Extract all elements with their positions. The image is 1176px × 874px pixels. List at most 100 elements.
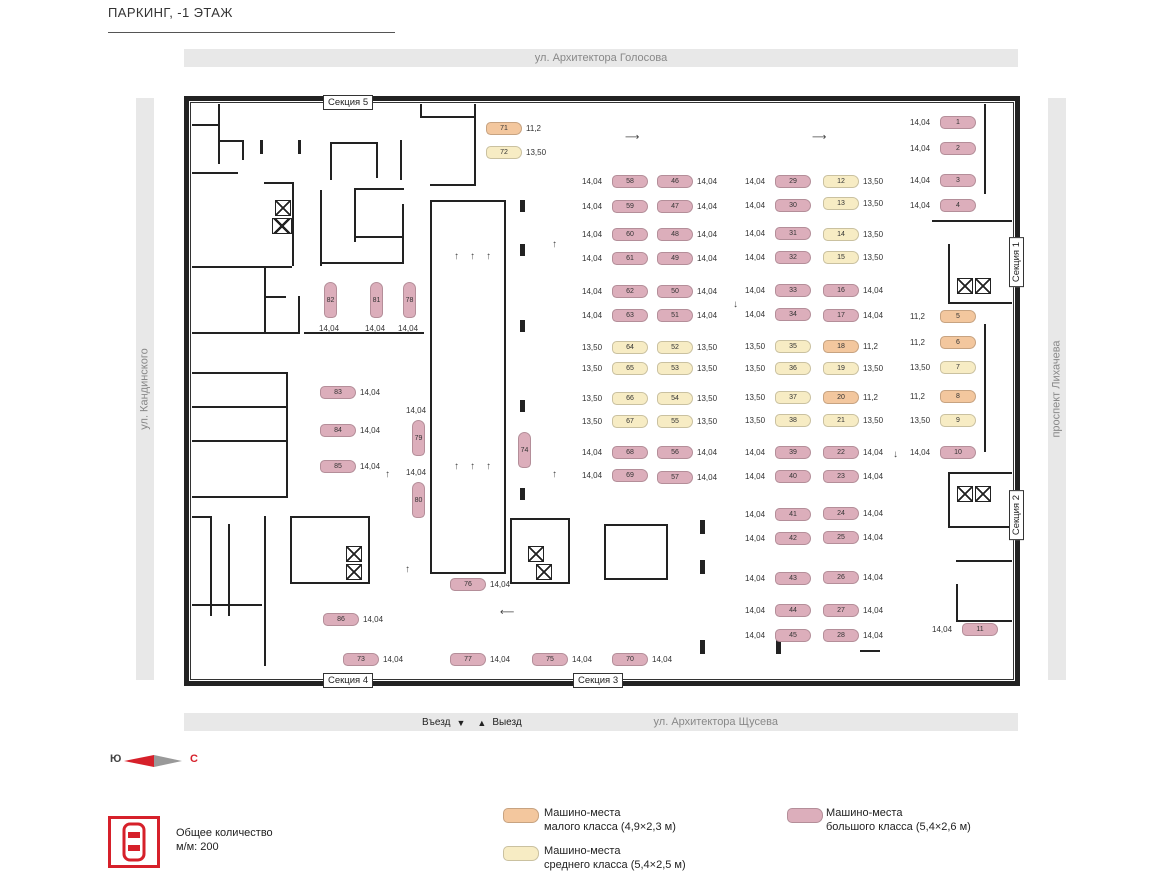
parking-spot-56[interactable]: 56 bbox=[657, 446, 693, 459]
parking-spot-47[interactable]: 47 bbox=[657, 200, 693, 213]
parking-spot-38[interactable]: 38 bbox=[775, 414, 811, 427]
parking-spot-16[interactable]: 16 bbox=[823, 284, 859, 297]
parking-spot-62[interactable]: 62 bbox=[612, 285, 648, 298]
parking-spot-61[interactable]: 61 bbox=[612, 252, 648, 265]
parking-spot-6[interactable]: 6 bbox=[940, 336, 976, 349]
parking-spot-49[interactable]: 49 bbox=[657, 252, 693, 265]
parking-spot-number: 35 bbox=[789, 343, 797, 350]
parking-spot-43[interactable]: 43 bbox=[775, 572, 811, 585]
parking-spot-number: 27 bbox=[837, 607, 845, 614]
parking-spot-24[interactable]: 24 bbox=[823, 507, 859, 520]
parking-spot-36[interactable]: 36 bbox=[775, 362, 811, 375]
legend-large: Машино-места большого класса (5,4×2,6 м) bbox=[826, 806, 971, 834]
parking-spot-30[interactable]: 30 bbox=[775, 199, 811, 212]
parking-spot-45[interactable]: 45 bbox=[775, 629, 811, 642]
parking-spot-73[interactable]: 73 bbox=[343, 653, 379, 666]
parking-spot-52[interactable]: 52 bbox=[657, 341, 693, 354]
parking-spot-63[interactable]: 63 bbox=[612, 309, 648, 322]
parking-spot-58[interactable]: 58 bbox=[612, 175, 648, 188]
parking-spot-7[interactable]: 7 bbox=[940, 361, 976, 374]
parking-spot-area: 14,04 bbox=[582, 254, 603, 263]
parking-spot-46[interactable]: 46 bbox=[657, 175, 693, 188]
parking-spot-66[interactable]: 66 bbox=[612, 392, 648, 405]
parking-spot-20[interactable]: 20 bbox=[823, 391, 859, 404]
parking-spot-83[interactable]: 83 bbox=[320, 386, 356, 399]
parking-spot-11[interactable]: 11 bbox=[962, 623, 998, 636]
parking-spot-8[interactable]: 8 bbox=[940, 390, 976, 403]
parking-spot-25[interactable]: 25 bbox=[823, 531, 859, 544]
parking-spot-41[interactable]: 41 bbox=[775, 508, 811, 521]
parking-spot-37[interactable]: 37 bbox=[775, 391, 811, 404]
parking-spot-54[interactable]: 54 bbox=[657, 392, 693, 405]
parking-spot-33[interactable]: 33 bbox=[775, 284, 811, 297]
parking-spot-42[interactable]: 42 bbox=[775, 532, 811, 545]
parking-spot-84[interactable]: 84 bbox=[320, 424, 356, 437]
parking-spot-1[interactable]: 1 bbox=[940, 116, 976, 129]
parking-spot-78[interactable]: 78 bbox=[403, 282, 416, 318]
parking-spot-53[interactable]: 53 bbox=[657, 362, 693, 375]
parking-spot-64[interactable]: 64 bbox=[612, 341, 648, 354]
parking-spot-3[interactable]: 3 bbox=[940, 174, 976, 187]
parking-spot-31[interactable]: 31 bbox=[775, 227, 811, 240]
parking-spot-35[interactable]: 35 bbox=[775, 340, 811, 353]
parking-spot-60[interactable]: 60 bbox=[612, 228, 648, 241]
parking-spot-area: 14,04 bbox=[745, 472, 766, 481]
parking-spot-number: 19 bbox=[837, 365, 845, 372]
parking-spot-9[interactable]: 9 bbox=[940, 414, 976, 427]
parking-spot-13[interactable]: 13 bbox=[823, 197, 859, 210]
parking-spot-21[interactable]: 21 bbox=[823, 414, 859, 427]
parking-spot-18[interactable]: 18 bbox=[823, 340, 859, 353]
parking-spot-34[interactable]: 34 bbox=[775, 308, 811, 321]
parking-spot-76[interactable]: 76 bbox=[450, 578, 486, 591]
parking-spot-5[interactable]: 5 bbox=[940, 310, 976, 323]
parking-spot-77[interactable]: 77 bbox=[450, 653, 486, 666]
parking-spot-32[interactable]: 32 bbox=[775, 251, 811, 264]
parking-spot-82[interactable]: 82 bbox=[324, 282, 337, 318]
parking-spot-74[interactable]: 74 bbox=[518, 432, 531, 468]
parking-spot-19[interactable]: 19 bbox=[823, 362, 859, 375]
parking-spot-2[interactable]: 2 bbox=[940, 142, 976, 155]
parking-spot-86[interactable]: 86 bbox=[323, 613, 359, 626]
parking-spot-50[interactable]: 50 bbox=[657, 285, 693, 298]
parking-spot-area: 14,04 bbox=[910, 176, 931, 185]
parking-spot-14[interactable]: 14 bbox=[823, 228, 859, 241]
arrow-up-icon: ↑ bbox=[454, 461, 459, 472]
parking-spot-67[interactable]: 67 bbox=[612, 415, 648, 428]
parking-spot-area: 14,04 bbox=[863, 573, 884, 582]
parking-spot-40[interactable]: 40 bbox=[775, 470, 811, 483]
parking-spot-81[interactable]: 81 bbox=[370, 282, 383, 318]
parking-spot-59[interactable]: 59 bbox=[612, 200, 648, 213]
parking-spot-48[interactable]: 48 bbox=[657, 228, 693, 241]
street-right: проспект Лихачева bbox=[1048, 98, 1066, 680]
parking-spot-27[interactable]: 27 bbox=[823, 604, 859, 617]
parking-spot-55[interactable]: 55 bbox=[657, 415, 693, 428]
parking-spot-23[interactable]: 23 bbox=[823, 470, 859, 483]
parking-spot-85[interactable]: 85 bbox=[320, 460, 356, 473]
parking-spot-44[interactable]: 44 bbox=[775, 604, 811, 617]
parking-spot-65[interactable]: 65 bbox=[612, 362, 648, 375]
parking-spot-15[interactable]: 15 bbox=[823, 251, 859, 264]
parking-spot-4[interactable]: 4 bbox=[940, 199, 976, 212]
parking-spot-57[interactable]: 57 bbox=[657, 471, 693, 484]
parking-spot-69[interactable]: 69 bbox=[612, 469, 648, 482]
parking-spot-10[interactable]: 10 bbox=[940, 446, 976, 459]
parking-spot-79[interactable]: 79 bbox=[412, 420, 425, 456]
parking-spot-80[interactable]: 80 bbox=[412, 482, 425, 518]
parking-spot-area: 14,04 bbox=[697, 230, 718, 239]
parking-spot-51[interactable]: 51 bbox=[657, 309, 693, 322]
parking-spot-area: 14,04 bbox=[697, 254, 718, 263]
parking-spot-70[interactable]: 70 bbox=[612, 653, 648, 666]
parking-spot-68[interactable]: 68 bbox=[612, 446, 648, 459]
parking-spot-75[interactable]: 75 bbox=[532, 653, 568, 666]
parking-spot-71[interactable]: 71 bbox=[486, 122, 522, 135]
parking-spot-28[interactable]: 28 bbox=[823, 629, 859, 642]
parking-spot-72[interactable]: 72 bbox=[486, 146, 522, 159]
parking-spot-area: 13,50 bbox=[697, 394, 718, 403]
parking-spot-17[interactable]: 17 bbox=[823, 309, 859, 322]
parking-spot-29[interactable]: 29 bbox=[775, 175, 811, 188]
parking-spot-26[interactable]: 26 bbox=[823, 571, 859, 584]
parking-spot-12[interactable]: 12 bbox=[823, 175, 859, 188]
parking-spot-22[interactable]: 22 bbox=[823, 446, 859, 459]
street-right-label: проспект Лихачева bbox=[1051, 340, 1064, 438]
parking-spot-39[interactable]: 39 bbox=[775, 446, 811, 459]
